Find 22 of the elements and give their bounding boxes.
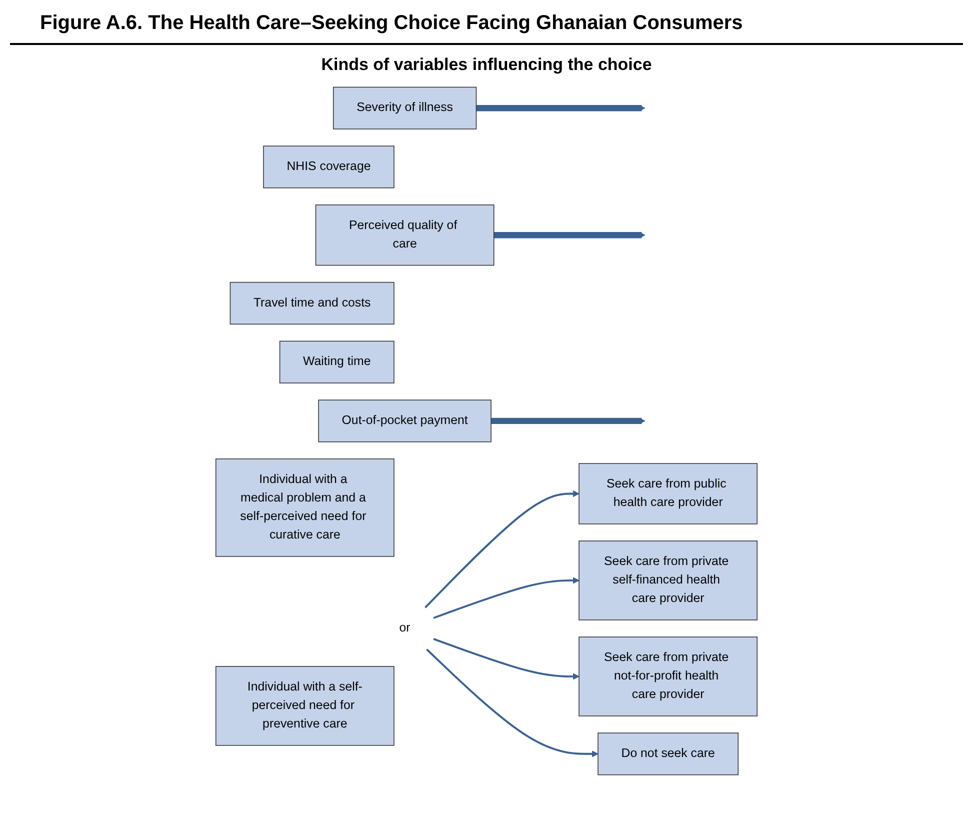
node-box: Seek care from private self-financed health care provider [578,540,758,620]
node-box: Individual with a self-perceived need for preventive care [215,666,394,746]
arrow [433,577,580,619]
node-box: Travel time and costs [230,282,394,325]
arrow [491,418,646,424]
arrow [433,638,580,680]
node-box: Seek care from private not-for-profit health care provider [578,636,758,716]
node-box: Waiting time [279,340,394,384]
node-box: Individual with a medical problem and a self-perceived need for curative care [215,458,394,557]
node-box: Out-of-pocket payment [318,400,492,442]
arrow [494,232,646,238]
arrow [476,104,646,112]
figure-title: Figure A.6. The Health Care–Seeking Choice Facing Ghanaian Consumers [10,0,963,45]
node-box: NHIS coverage [263,146,394,188]
node-box: Severity of illness [332,86,477,130]
node-box: Seek care from public health care provider [578,463,758,524]
node-box: Perceived quality of care [315,204,494,266]
arrow [424,490,580,608]
node-box: Do not seek care [598,732,739,776]
arrow [426,648,598,758]
node-text: or [399,621,410,635]
subtitle-text: Kinds of variables influencing the choice [320,55,653,75]
